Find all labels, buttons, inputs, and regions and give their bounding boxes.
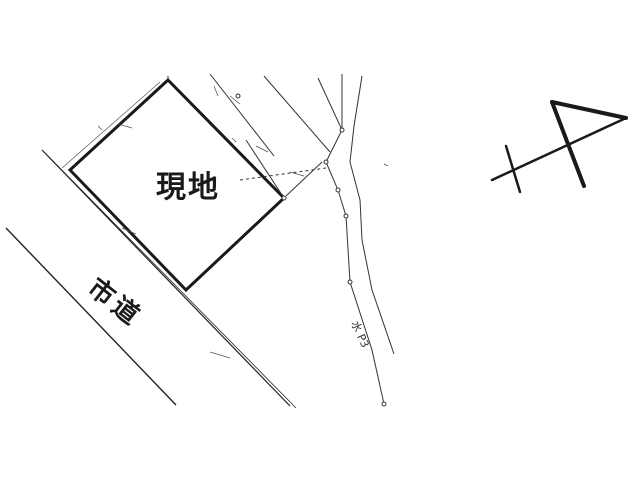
tick [209, 351, 231, 359]
survey-point [281, 195, 287, 201]
waterway-survey-points [235, 93, 387, 407]
north-arrow-crossbar [504, 144, 522, 194]
north-arrow-diagonal [490, 116, 628, 182]
tick [255, 145, 269, 153]
survey-point [347, 279, 353, 285]
boundary-line-b [245, 139, 285, 199]
tick [289, 171, 305, 177]
neighbour-boundaries [209, 73, 343, 199]
boundary-line-c [263, 75, 331, 153]
boundary-line-e [239, 167, 327, 181]
tick [229, 95, 241, 105]
adjacent-lot-line-2 [61, 81, 161, 169]
tick [117, 123, 133, 129]
road-edges [5, 149, 297, 409]
survey-ticks [97, 85, 389, 359]
road-outer-line [5, 227, 177, 406]
survey-point [323, 159, 329, 165]
survey-point [335, 187, 341, 193]
tick [383, 163, 389, 167]
tick [231, 137, 237, 143]
boundary-line-a [209, 73, 275, 157]
parcel-top-edge [69, 79, 169, 171]
boundary-line-f [317, 77, 343, 131]
north-arrow-head [550, 100, 628, 120]
boundary-line-d [285, 161, 323, 197]
road-inner-line-2 [47, 155, 297, 409]
tick [213, 85, 219, 97]
waterway-left-bank [325, 74, 385, 405]
waterway [325, 74, 395, 405]
tick [121, 227, 137, 235]
tick [97, 125, 103, 131]
survey-point [381, 401, 387, 407]
survey-point [343, 213, 349, 219]
road-inner-line-1 [41, 149, 291, 407]
waterway-right-bank [349, 75, 395, 355]
survey-point [235, 93, 241, 99]
survey-point [339, 127, 345, 133]
north-arrow-icon [490, 100, 628, 194]
site-label: 現地 [156, 170, 220, 205]
